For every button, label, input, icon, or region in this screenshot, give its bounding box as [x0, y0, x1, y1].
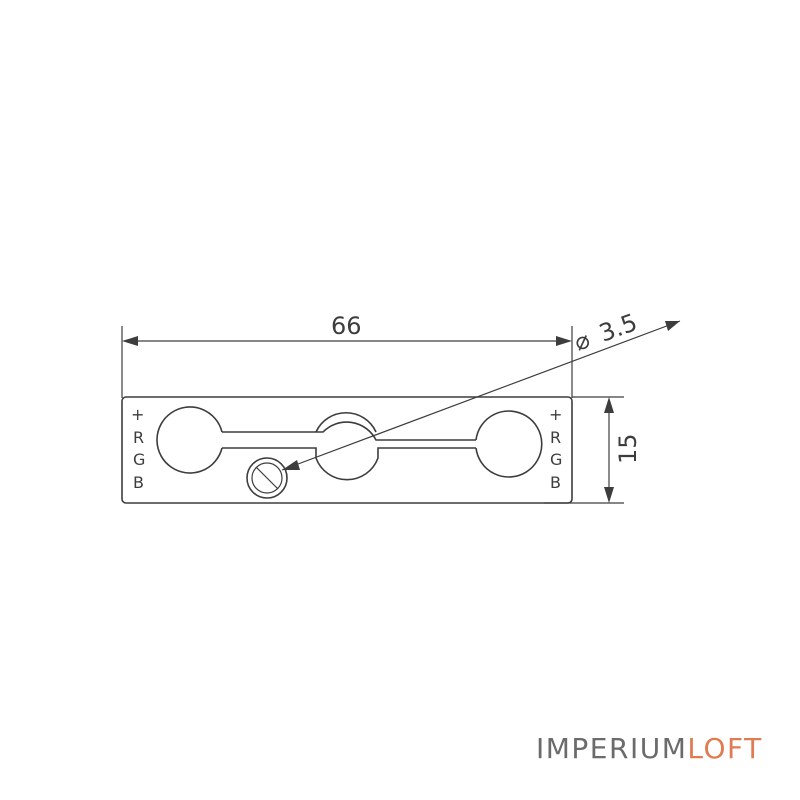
mounting-hole [246, 457, 288, 499]
brand-logo: IMPERIUMLOFT [536, 732, 763, 765]
width-value: 15 [614, 433, 642, 464]
pin-label: + [131, 405, 144, 424]
connector-board-outline [121, 396, 573, 504]
length-value: 66 [331, 312, 362, 340]
pin-labels-left: + R G B [131, 405, 145, 492]
pin-label: B [133, 473, 144, 492]
width-dimension: 15 [544, 396, 642, 504]
brand-logo-part2: LOFT [687, 732, 763, 765]
pad-trace-lower [222, 447, 476, 481]
pin-label: G [133, 450, 145, 469]
pad-trace-upper [222, 421, 476, 441]
contact-pads [156, 406, 543, 481]
pin-labels-right: + R G B [549, 405, 562, 492]
diameter-symbol: ⌀ [570, 325, 593, 356]
pad-right [475, 410, 543, 478]
brand-logo-part1: IMPERIUM [536, 732, 688, 765]
pad-left [156, 406, 223, 474]
pin-label: R [133, 428, 144, 447]
diameter-value: 3.5 [595, 308, 640, 347]
pin-label: R [550, 428, 561, 447]
pin-label: B [550, 473, 561, 492]
pad-middle-top [315, 411, 377, 433]
pin-label: + [549, 405, 562, 424]
length-dimension: 66 [121, 312, 573, 398]
pin-label: G [550, 450, 562, 469]
